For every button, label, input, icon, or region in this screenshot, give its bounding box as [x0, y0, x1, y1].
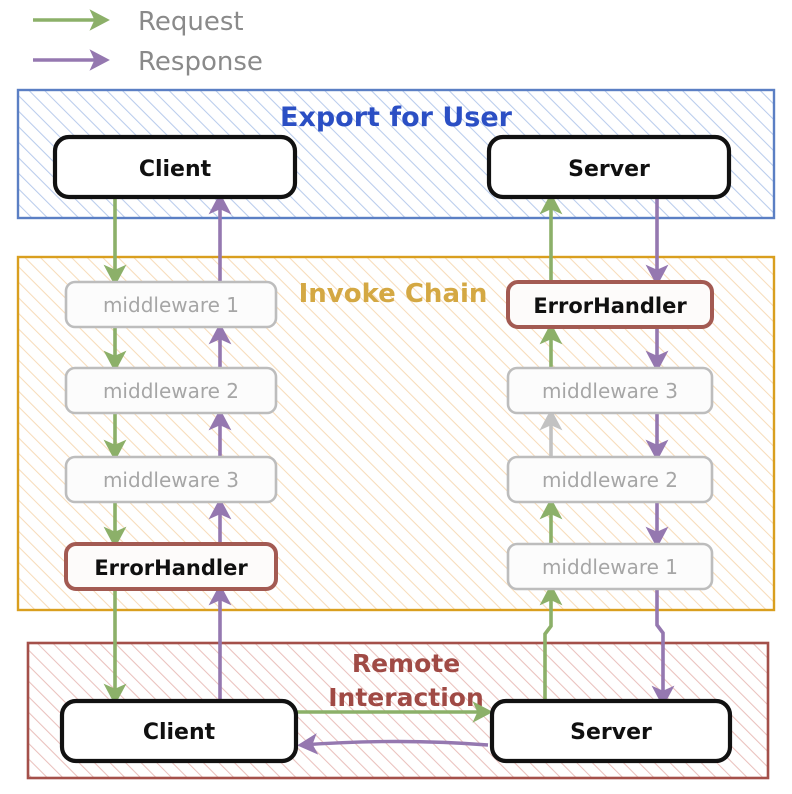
- node-label: Client: [139, 157, 212, 182]
- node-right-middleware-1[interactable]: middleware 1: [506, 542, 714, 591]
- node-right-middleware-2[interactable]: middleware 2: [506, 455, 714, 504]
- node-left-errorhandler[interactable]: ErrorHandler: [64, 542, 278, 591]
- section-title-invoke-chain: Invoke Chain: [299, 279, 488, 309]
- node-export-server[interactable]: Server: [486, 134, 732, 200]
- remote-interaction-arrows: [296, 701, 493, 755]
- legend: Request Response: [33, 7, 263, 77]
- node-right-middleware-3[interactable]: middleware 3: [506, 366, 714, 415]
- node-right-errorhandler[interactable]: ErrorHandler: [506, 280, 714, 329]
- node-label: middleware 1: [103, 293, 239, 317]
- arrow-request: [539, 583, 563, 718]
- section-title-export-for-user: Export for User: [280, 102, 513, 133]
- node-label: middleware 2: [103, 379, 239, 403]
- right-column-arrows: [539, 192, 675, 718]
- node-label: middleware 2: [542, 468, 678, 492]
- node-label: middleware 1: [542, 555, 678, 579]
- arrow-response: [651, 588, 675, 708]
- section-title-remote-interaction-line2: Interaction: [328, 683, 484, 712]
- node-remote-server[interactable]: Server: [489, 698, 733, 764]
- legend-item-request: Request: [33, 7, 244, 37]
- node-left-middleware-3[interactable]: middleware 3: [64, 455, 278, 504]
- node-label: ErrorHandler: [533, 294, 687, 318]
- node-export-client[interactable]: Client: [52, 134, 298, 200]
- section-title-remote-interaction-line1: Remote: [352, 649, 460, 678]
- legend-label-response: Response: [138, 47, 263, 77]
- node-left-middleware-1[interactable]: middleware 1: [64, 280, 278, 329]
- node-label: Server: [570, 720, 652, 745]
- node-left-middleware-2[interactable]: middleware 2: [64, 366, 278, 415]
- legend-item-response: Response: [33, 47, 263, 77]
- arrow-response: [297, 733, 489, 755]
- node-label: middleware 3: [542, 379, 678, 403]
- node-label: Server: [568, 157, 650, 182]
- node-label: middleware 3: [103, 468, 239, 492]
- legend-label-request: Request: [138, 7, 244, 37]
- node-label: ErrorHandler: [94, 556, 248, 580]
- node-label: Client: [143, 720, 216, 745]
- node-remote-client[interactable]: Client: [59, 698, 299, 764]
- left-column-arrows: [103, 192, 232, 706]
